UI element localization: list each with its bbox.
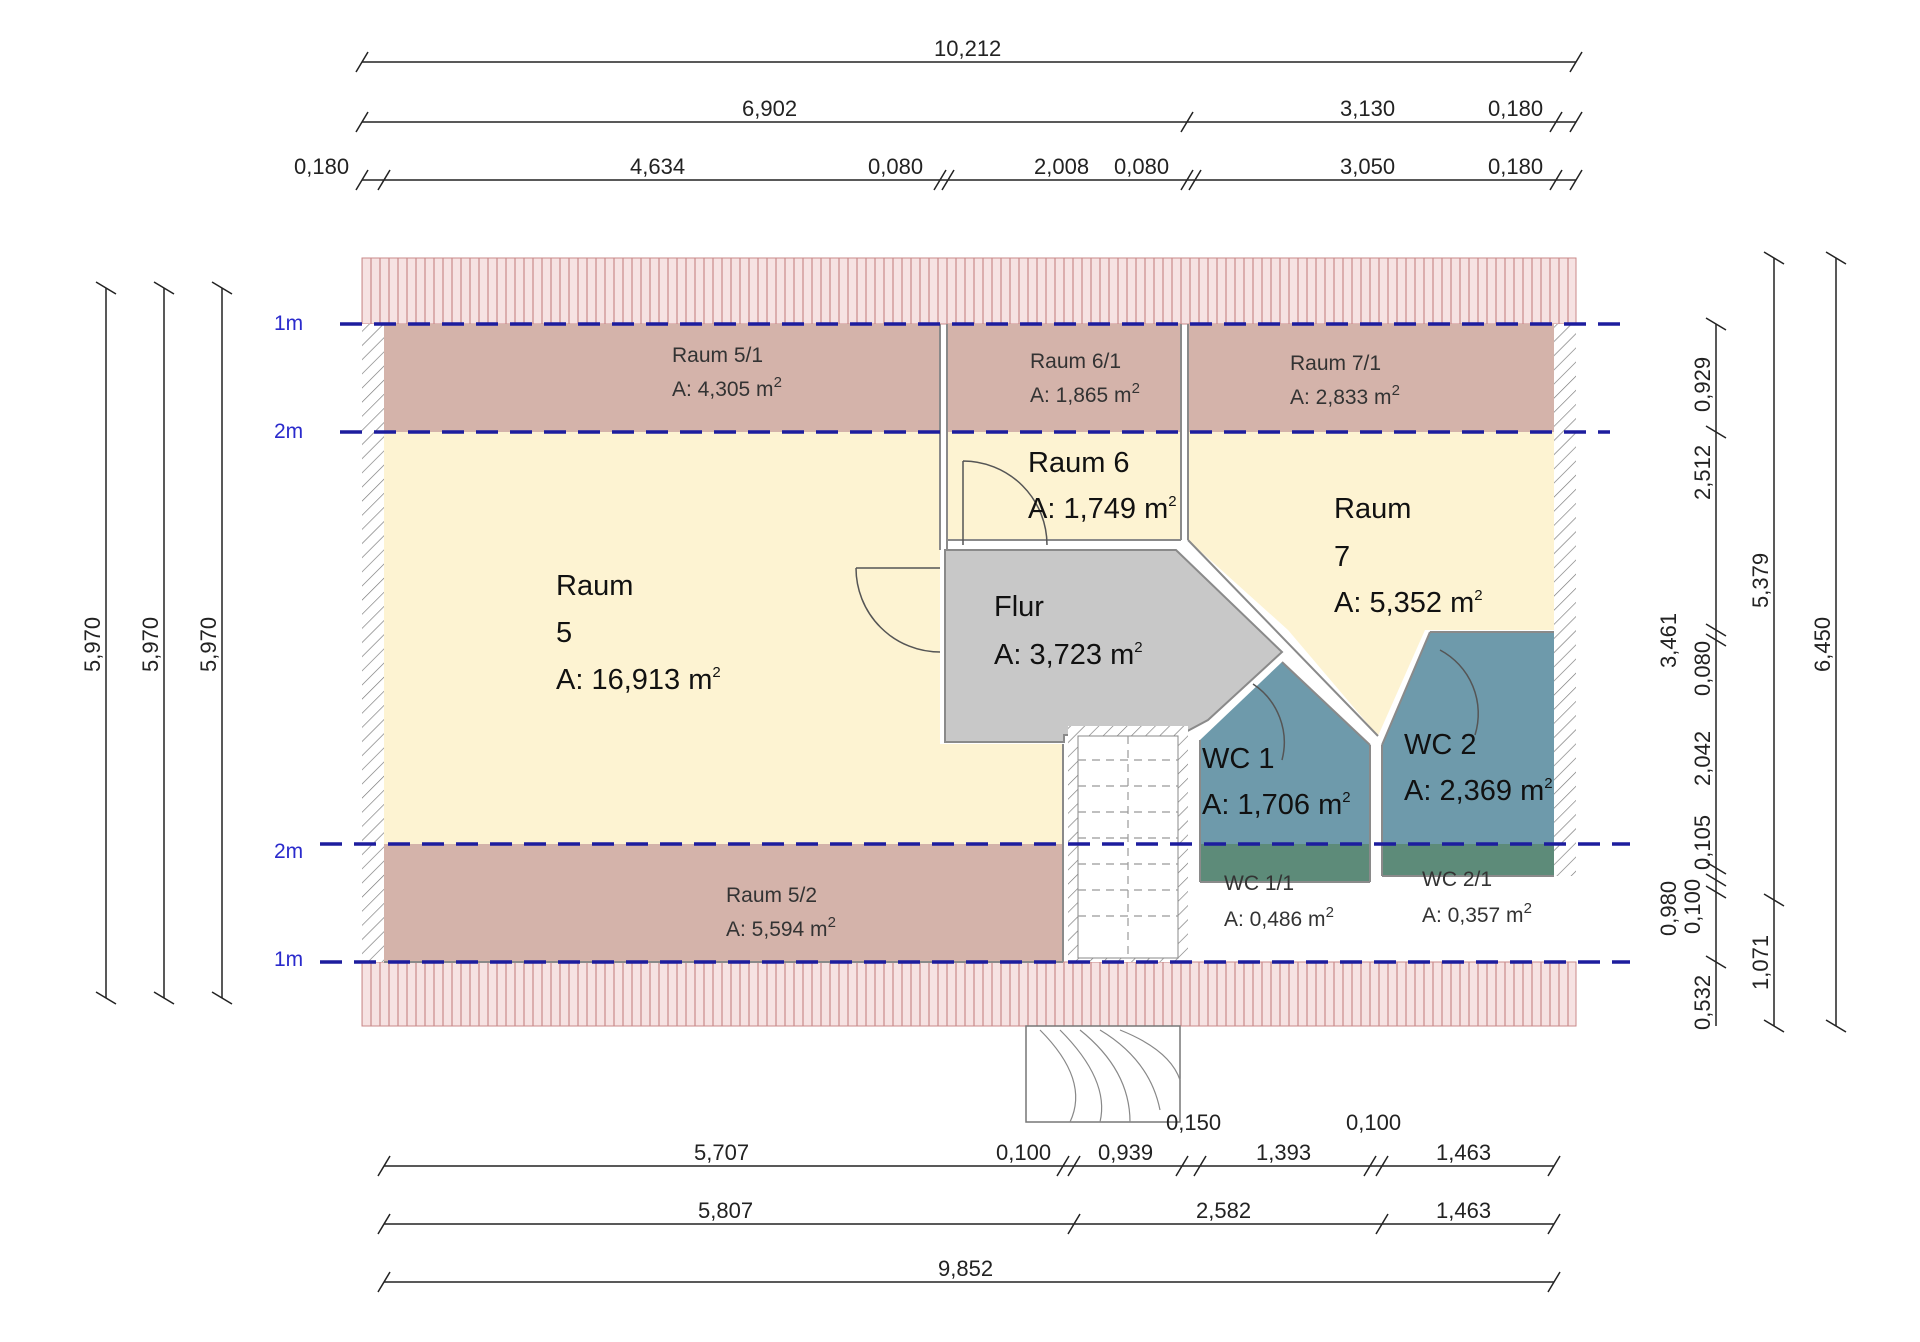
stair-spiral-lines bbox=[1039, 1029, 1181, 1123]
dim-top-2008: 2,008 bbox=[1034, 154, 1089, 179]
dim-bottom-5707: 5,707 bbox=[694, 1140, 749, 1165]
dim-right-1071: 1,071 bbox=[1748, 935, 1773, 990]
label-raum-5-line1: Raum bbox=[556, 570, 633, 602]
bottom-dimension-lines bbox=[377, 1155, 1561, 1293]
dim-top-0080-b: 0,080 bbox=[1114, 154, 1169, 179]
dim-right-6450: 6,450 bbox=[1810, 617, 1835, 672]
label-raum-7-1-name: Raum 7/1 bbox=[1290, 352, 1381, 375]
label-wc-2-area: A: 2,369 m2 bbox=[1404, 775, 1553, 807]
height-label-top-1m: 1m bbox=[274, 312, 303, 335]
dim-bottom-0100-a: 0,100 bbox=[996, 1140, 1051, 1165]
room-wc-2 bbox=[1382, 632, 1554, 844]
label-raum-5-area: A: 16,913 m2 bbox=[556, 664, 721, 696]
dim-right-0105: 0,105 bbox=[1690, 815, 1715, 870]
roof-eave-top bbox=[361, 257, 1577, 325]
room-raum-7 bbox=[1188, 432, 1554, 736]
label-wc-1-1-area: A: 0,486 m2 bbox=[1224, 904, 1334, 931]
height-label-top-2m: 2m bbox=[274, 420, 303, 443]
dim-right-3461: 3,461 bbox=[1656, 613, 1681, 668]
room-raum-6-1 bbox=[947, 324, 1181, 432]
dim-bottom-1463-b: 1,463 bbox=[1436, 1198, 1491, 1223]
dim-bottom-0150: 0,150 bbox=[1166, 1110, 1221, 1135]
dim-top-0180-left: 0,180 bbox=[294, 154, 349, 179]
dim-bottom-2582: 2,582 bbox=[1196, 1198, 1251, 1223]
dim-left-2: 5,970 bbox=[138, 617, 163, 672]
label-raum-6-area: A: 1,749 m2 bbox=[1028, 493, 1177, 525]
left-dimension-lines bbox=[95, 281, 233, 1005]
dim-top-6902: 6,902 bbox=[742, 96, 797, 121]
label-raum-5-2-name: Raum 5/2 bbox=[726, 884, 817, 907]
label-wc-1-1-name: WC 1/1 bbox=[1224, 872, 1294, 895]
dim-right-2042: 2,042 bbox=[1690, 731, 1715, 786]
label-wc-2-name: WC 2 bbox=[1404, 729, 1477, 761]
dim-right-0080: 0,080 bbox=[1690, 641, 1715, 696]
label-raum-5-1-name: Raum 5/1 bbox=[672, 344, 763, 367]
dim-top-3130: 3,130 bbox=[1340, 96, 1395, 121]
label-wc-2-1-area: A: 0,357 m2 bbox=[1422, 900, 1532, 927]
dim-right-0980: 0,980 bbox=[1656, 881, 1681, 936]
dim-left-1: 5,970 bbox=[80, 617, 105, 672]
room-wc-2-1 bbox=[1382, 844, 1554, 876]
dim-top-4634: 4,634 bbox=[630, 154, 685, 179]
label-raum-7-line1: Raum bbox=[1334, 493, 1411, 525]
dim-bottom-0939: 0,939 bbox=[1098, 1140, 1153, 1165]
label-raum-7-area: A: 5,352 m2 bbox=[1334, 587, 1483, 619]
label-raum-5-line2: 5 bbox=[556, 617, 572, 649]
label-raum-6-1-area: A: 1,865 m2 bbox=[1030, 380, 1140, 407]
label-wc-2-1-name: WC 2/1 bbox=[1422, 868, 1492, 891]
label-raum-6-name: Raum 6 bbox=[1028, 447, 1130, 479]
label-flur-area: A: 3,723 m2 bbox=[994, 639, 1143, 671]
label-wc-1-area: A: 1,706 m2 bbox=[1202, 789, 1351, 821]
height-label-bottom-1m: 1m bbox=[274, 948, 303, 971]
dim-left-3: 5,970 bbox=[196, 617, 221, 672]
room-raum-7-1 bbox=[1188, 324, 1554, 432]
label-wc-1-name: WC 1 bbox=[1202, 743, 1275, 775]
label-raum-7-1-area: A: 2,833 m2 bbox=[1290, 382, 1400, 409]
dim-bottom-1463-a: 1,463 bbox=[1436, 1140, 1491, 1165]
roof-eave-bottom bbox=[361, 961, 1577, 1027]
room-raum-5-1 bbox=[384, 324, 940, 432]
dim-right-0532: 0,532 bbox=[1690, 975, 1715, 1030]
dim-bottom-0100-b: 0,100 bbox=[1346, 1110, 1401, 1135]
dim-top-overall: 10,212 bbox=[934, 36, 1001, 61]
label-raum-7-line2: 7 bbox=[1334, 541, 1350, 573]
dim-bottom-overall: 9,852 bbox=[938, 1256, 993, 1281]
dim-bottom-1393: 1,393 bbox=[1256, 1140, 1311, 1165]
dim-right-0929: 0,929 bbox=[1690, 357, 1715, 412]
wall-right bbox=[1554, 324, 1576, 876]
dim-top-0180-a: 0,180 bbox=[1488, 96, 1543, 121]
room-raum-5 bbox=[384, 432, 1063, 844]
label-flur-name: Flur bbox=[994, 591, 1044, 623]
room-raum-5-2 bbox=[384, 844, 1063, 962]
dim-top-0180-right: 0,180 bbox=[1488, 154, 1543, 179]
top-dimension-lines bbox=[355, 51, 1583, 191]
door-swings bbox=[855, 460, 1479, 761]
label-raum-5-2-area: A: 5,594 m2 bbox=[726, 914, 836, 941]
wall-left bbox=[362, 324, 384, 962]
stair-treads bbox=[1078, 736, 1178, 958]
height-label-bottom-2m: 2m bbox=[274, 840, 303, 863]
label-raum-6-1-name: Raum 6/1 bbox=[1030, 350, 1121, 373]
dim-right-0100: 0,100 bbox=[1680, 879, 1705, 934]
dim-top-0080-a: 0,080 bbox=[868, 154, 923, 179]
dim-bottom-5807: 5,807 bbox=[698, 1198, 753, 1223]
right-dimension-lines bbox=[1705, 251, 1847, 1033]
room-wc-1 bbox=[1200, 662, 1370, 844]
label-raum-5-1-area: A: 4,305 m2 bbox=[672, 374, 782, 401]
dim-right-2512: 2,512 bbox=[1690, 445, 1715, 500]
room-wc-1-1 bbox=[1200, 844, 1370, 882]
room-raum-6 bbox=[947, 432, 1181, 540]
dim-right-5379: 5,379 bbox=[1748, 553, 1773, 608]
dim-top-3050: 3,050 bbox=[1340, 154, 1395, 179]
